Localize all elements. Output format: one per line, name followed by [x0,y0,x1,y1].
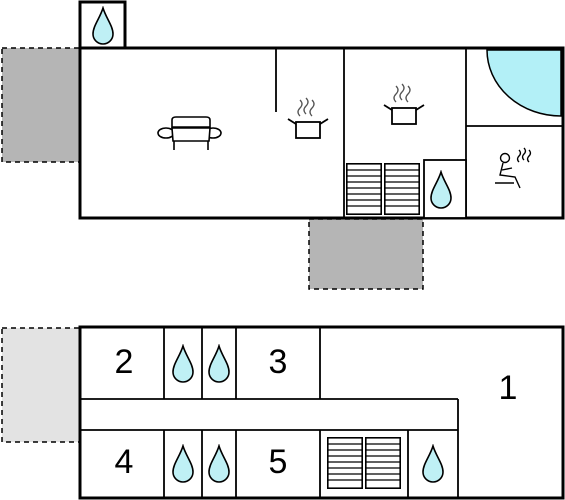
room-number-4: 4 [115,443,134,481]
stairs-icon [327,437,363,489]
upper-floor: 1 2 3 4 5 [1,325,565,500]
stairs-icon [346,163,382,215]
room-number-2: 2 [115,343,134,381]
room-number-1: 1 [499,369,518,407]
sauna-icon [495,147,532,189]
ground-floor [1,0,565,290]
hot-tub-icon [486,49,562,117]
upper-floor-outline [78,325,565,500]
room-number-5: 5 [269,443,288,481]
ground-floor-outline [78,46,565,220]
terrace-bottom [308,218,424,290]
room-number-3: 3 [269,343,288,381]
stairs-icon [384,163,420,215]
balcony-left [1,327,81,443]
stairs-icon [365,437,401,489]
sofa-icon [157,116,222,150]
terrace-left [1,47,81,163]
